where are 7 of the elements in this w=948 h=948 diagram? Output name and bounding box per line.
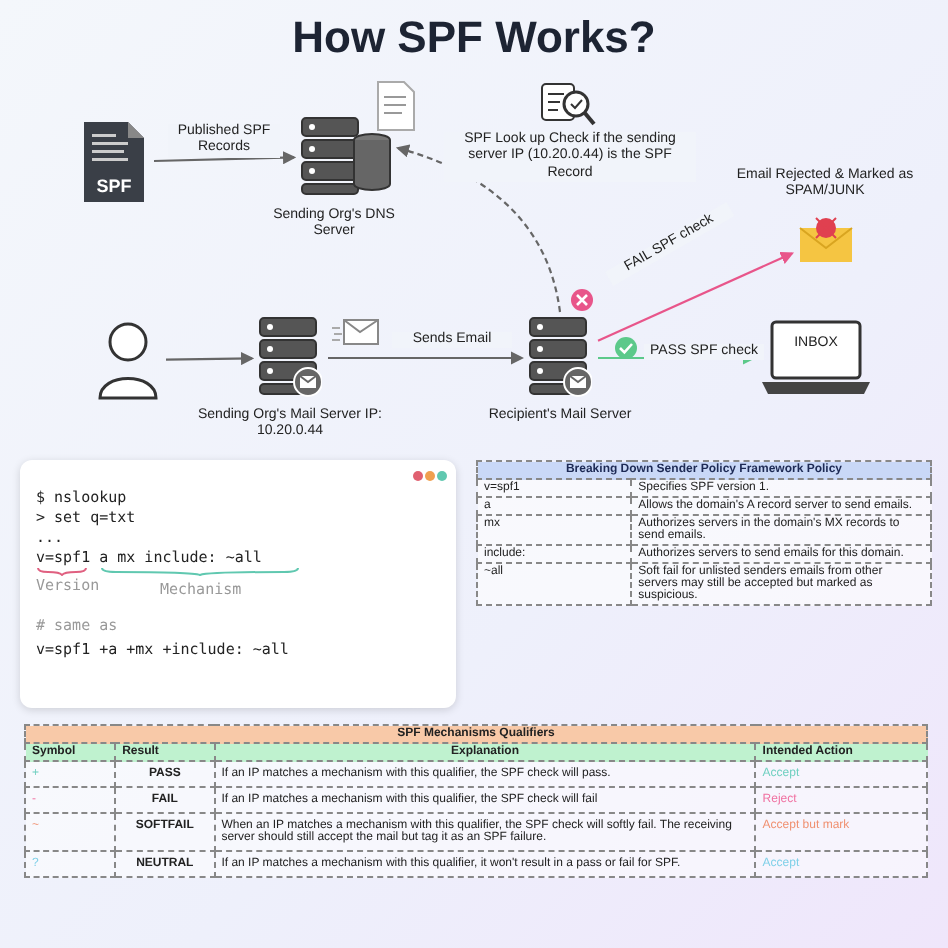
arrow	[597, 251, 794, 342]
arrow	[166, 351, 255, 366]
arrow	[153, 151, 297, 165]
document-label: SPF	[94, 176, 134, 198]
title: How SPF Works?	[290, 12, 658, 64]
arrow	[395, 144, 562, 313]
arrow	[328, 351, 525, 365]
